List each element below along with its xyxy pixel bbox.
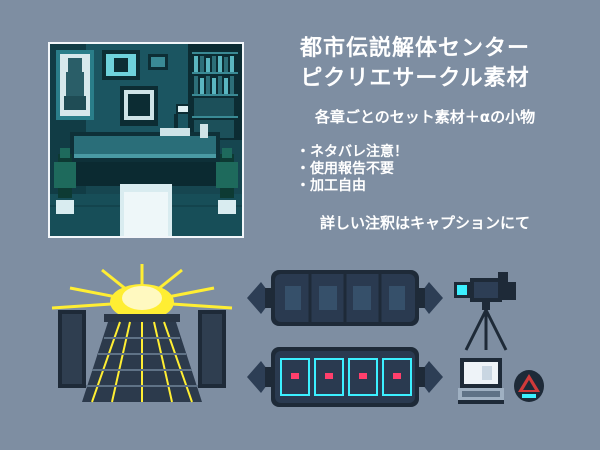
stone-capsule-lit <box>245 343 445 415</box>
warning-badge <box>512 368 546 408</box>
laptop <box>458 356 504 412</box>
caption-note: 詳しい注釈はキャプションにて <box>319 214 530 232</box>
office-room-scene <box>48 42 244 238</box>
subtitle: 各章ごとのセット素材＋αの小物 <box>314 108 536 126</box>
note-editing-free: ・加工自由 <box>296 178 366 194</box>
title-line-2: ピクリエサークル素材 <box>300 66 530 91</box>
note-spoiler: ・ネタバレ注意！ <box>296 144 408 160</box>
video-camera-tripod <box>452 268 522 356</box>
notes-list: ・ネタバレ注意！ ・使用報告不要 ・加工自由 <box>296 144 408 195</box>
title-line-1: 都市伝説解体センター <box>299 36 530 61</box>
note-no-report: ・使用報告不要 <box>296 161 394 177</box>
golden-dome-altar <box>42 262 242 416</box>
stone-capsule-dark <box>245 266 445 334</box>
